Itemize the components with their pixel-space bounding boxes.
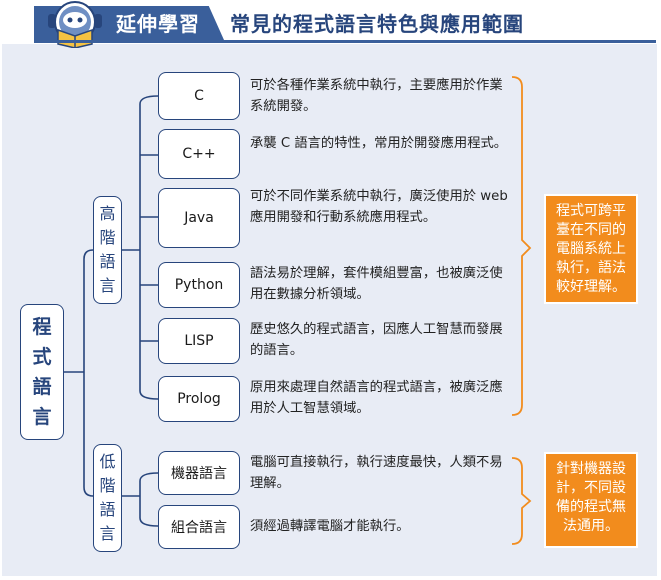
lang-desc-prolog: 原用來處理自然語言的程式語言，被廣泛應用於人工智慧領域。	[250, 380, 503, 416]
lang-box-lisp: LISP	[158, 318, 240, 364]
high-level-label: 高階語言	[99, 204, 116, 295]
lang-box-python: Python	[158, 262, 240, 308]
lang-name: Java	[184, 210, 214, 226]
low-branch	[139, 472, 159, 527]
lang-box-c: C	[158, 72, 240, 120]
lang-desc-c: 可於各種作業系統中執行，主要應用於作業系統開發。	[250, 78, 503, 114]
lang-box-machine: 機器語言	[158, 451, 240, 495]
header-title: 常見的程式語言特色與應用範圍	[230, 12, 524, 36]
lang-desc-cpp: 承襲 C 語言的特性，常用於開發應用程式。	[250, 136, 508, 151]
low-level-node: 低階語言	[93, 444, 122, 552]
high-level-node: 高階語言	[93, 196, 122, 304]
lang-name: LISP	[184, 333, 214, 349]
low-level-label: 低階語言	[99, 452, 116, 543]
lang-desc-lisp: 歷史悠久的程式語言，因應人工智慧而發展的語言。	[250, 322, 503, 358]
high-level-note: 程式可跨平臺在不同的電腦系統上執行，語法較好理解。	[544, 194, 638, 304]
high-branch	[139, 95, 159, 400]
lang-name: Prolog	[177, 391, 221, 407]
lang-desc-python: 語法易於理解，套件模組豐富，也被廣泛使用在數據分析領域。	[250, 266, 503, 302]
root-label: 程式語言	[32, 316, 52, 428]
lang-name: C++	[182, 146, 216, 162]
lang-box-java: Java	[158, 188, 240, 248]
lang-desc-java: 可於不同作業系統中執行，廣泛使用於 web 應用開發和行動系統應用程式。	[250, 189, 508, 225]
high-bracket	[511, 76, 532, 416]
root-branch	[83, 249, 94, 497]
header-label: 延伸學習	[116, 12, 200, 36]
lang-desc-assembly: 須經過轉譯電腦才能執行。	[250, 519, 410, 534]
lang-name: 機器語言	[171, 466, 227, 482]
root-node: 程式語言	[20, 304, 64, 440]
lang-box-prolog: Prolog	[158, 376, 240, 422]
lang-desc-machine: 電腦可直接執行，執行速度最快，人類不易理解。	[250, 455, 503, 491]
low-level-note: 針對機器設計，不同設備的程式無法通用。	[544, 452, 638, 548]
lang-box-assembly: 組合語言	[158, 505, 240, 549]
header-underline	[34, 40, 656, 43]
low-bracket	[511, 457, 532, 545]
lang-box-cpp: C++	[158, 129, 240, 179]
lang-name: 組合語言	[171, 520, 227, 536]
lang-name: C	[194, 88, 204, 104]
lang-name: Python	[174, 277, 224, 293]
mascot-reading-icon	[48, 1, 102, 48]
